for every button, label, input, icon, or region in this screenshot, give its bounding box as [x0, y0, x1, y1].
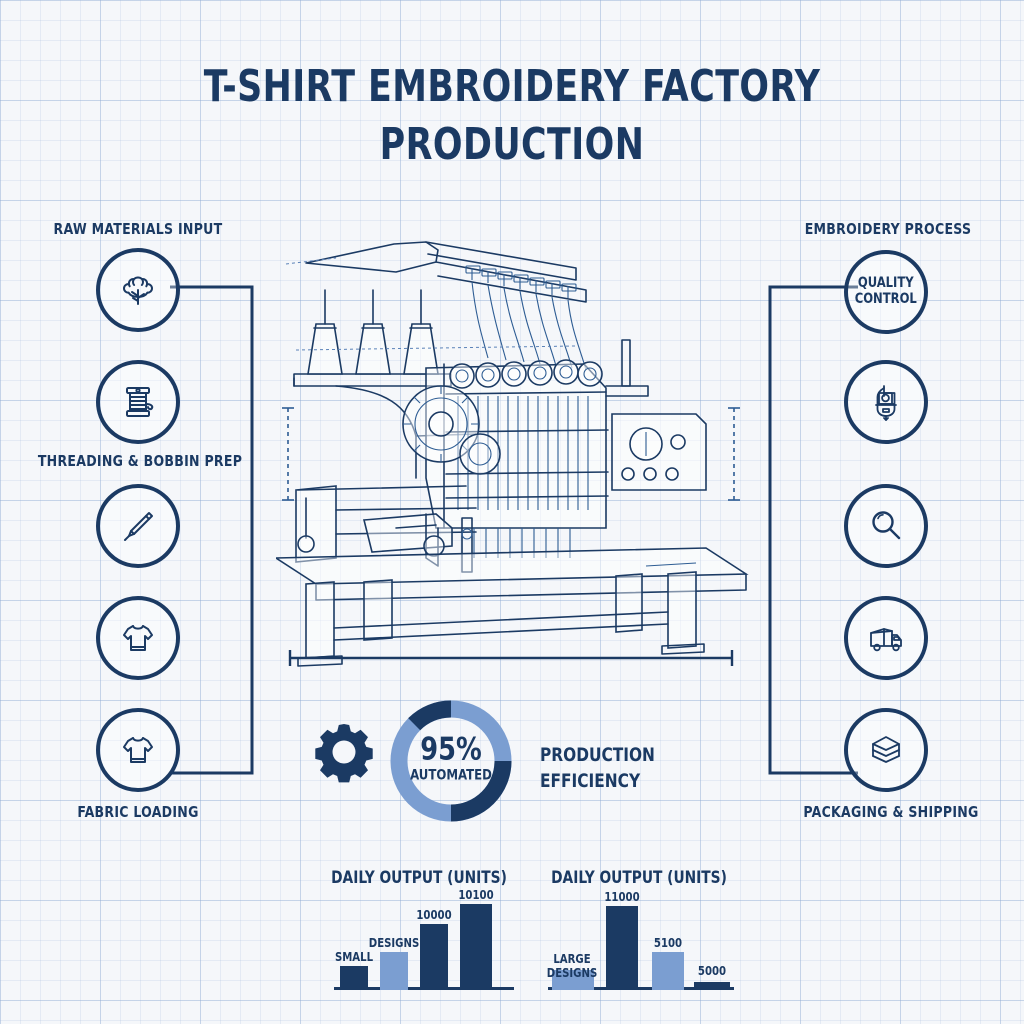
- bar-left-3: [420, 924, 448, 990]
- node-raw-materials[interactable]: [96, 248, 180, 332]
- left-connector-line: [170, 275, 270, 785]
- tshirt-icon: [116, 616, 160, 660]
- right-connector-line: [758, 275, 858, 785]
- bar-right-2: [606, 906, 638, 990]
- thread-spool-icon: [116, 380, 160, 424]
- delivery-truck-icon: [864, 616, 908, 660]
- embroidery-machine-blueprint-icon: [273, 228, 756, 668]
- left-column-bottom-label: FABRIC LOADING: [77, 803, 199, 821]
- node-shipping-truck[interactable]: [844, 596, 928, 680]
- folded-stack-icon: [864, 728, 908, 772]
- bar-right-1: [552, 970, 594, 990]
- bar-label-left-1: SMALL: [334, 949, 374, 965]
- needle-pen-icon: [116, 504, 160, 548]
- bar-chart-small-designs: DAILY OUTPUT (UNITS) SMALL DESIGNS 10000…: [304, 868, 534, 998]
- quality-control-label: QUALITY CONTROL: [854, 275, 918, 307]
- bar-label-right-4: 5100: [653, 935, 683, 951]
- right-column-heading: EMBROIDERY PROCESS: [804, 220, 972, 238]
- bar-label-left-3: 10000: [416, 907, 452, 923]
- automation-percent: 95%: [420, 731, 482, 768]
- node-inspection[interactable]: [844, 484, 928, 568]
- bar-left-2: [380, 952, 408, 990]
- chart-title-right: DAILY OUTPUT (UNITS): [551, 868, 727, 888]
- node-needle-pen[interactable]: [96, 484, 180, 568]
- chart-plot-area-right: LARGE DESIGNS 11000 5100 5000: [546, 890, 734, 990]
- bar-label-left-2: DESIGNS: [368, 935, 420, 951]
- bar-right-3: [652, 952, 684, 990]
- node-embroidery-head[interactable]: [844, 360, 928, 444]
- donut-center-text: 95% AUTOMATED: [388, 731, 514, 788]
- title-line-1: T-SHIRT EMBROIDERY FACTORY: [203, 61, 821, 112]
- chart-baseline-right: [548, 987, 734, 990]
- node-thread-spool[interactable]: [96, 360, 180, 444]
- chart-plot-area-left: SMALL DESIGNS 10000 10100: [334, 888, 514, 990]
- chart-title-left: DAILY OUTPUT (UNITS): [331, 868, 507, 888]
- efficiency-line-2: EFFICIENCY: [540, 770, 641, 793]
- node-quality-control[interactable]: QUALITY CONTROL: [844, 250, 928, 334]
- automation-donut-chart: 95% AUTOMATED: [388, 698, 514, 824]
- tshirt-icon: [116, 728, 160, 772]
- dimension-guides: [282, 400, 742, 670]
- bar-label-right-1: LARGE: [553, 951, 591, 967]
- left-column-mid-label: THREADING & BOBBIN PREP: [37, 452, 243, 470]
- bar-label-right-2: DESIGNS: [546, 965, 598, 981]
- quality-control-line-1: QUALITY: [858, 275, 914, 292]
- title-line-2: PRODUCTION: [379, 119, 645, 171]
- efficiency-line-1: PRODUCTION: [540, 744, 655, 766]
- node-packaging-stack[interactable]: [844, 708, 928, 792]
- embroidery-head-icon: [864, 380, 908, 424]
- bar-label-left-4: 10100: [458, 887, 494, 903]
- node-tshirt-1[interactable]: [96, 596, 180, 680]
- gear-icon: [310, 718, 378, 786]
- production-efficiency-label: PRODUCTION EFFICIENCY: [540, 742, 655, 794]
- quality-control-line-2: CONTROL: [854, 291, 918, 307]
- right-column-bottom-label: PACKAGING & SHIPPING: [803, 803, 979, 821]
- bar-left-1: [340, 966, 368, 990]
- bar-label-right-5: 5000: [697, 963, 727, 979]
- left-column-heading: RAW MATERIALS INPUT: [53, 220, 223, 238]
- bar-label-right-3: 11000: [604, 889, 640, 905]
- automation-sub-label: AUTOMATED: [410, 767, 492, 784]
- page-title: T-SHIRT EMBROIDERY FACTORY PRODUCTION: [61, 58, 962, 174]
- bar-right-4: [694, 982, 730, 990]
- cotton-boll-icon: [116, 268, 160, 312]
- bar-left-4: [460, 904, 492, 990]
- bar-chart-large-designs: DAILY OUTPUT (UNITS) LARGE DESIGNS 11000…: [524, 868, 754, 998]
- magnifier-icon: [864, 504, 908, 548]
- node-tshirt-2[interactable]: [96, 708, 180, 792]
